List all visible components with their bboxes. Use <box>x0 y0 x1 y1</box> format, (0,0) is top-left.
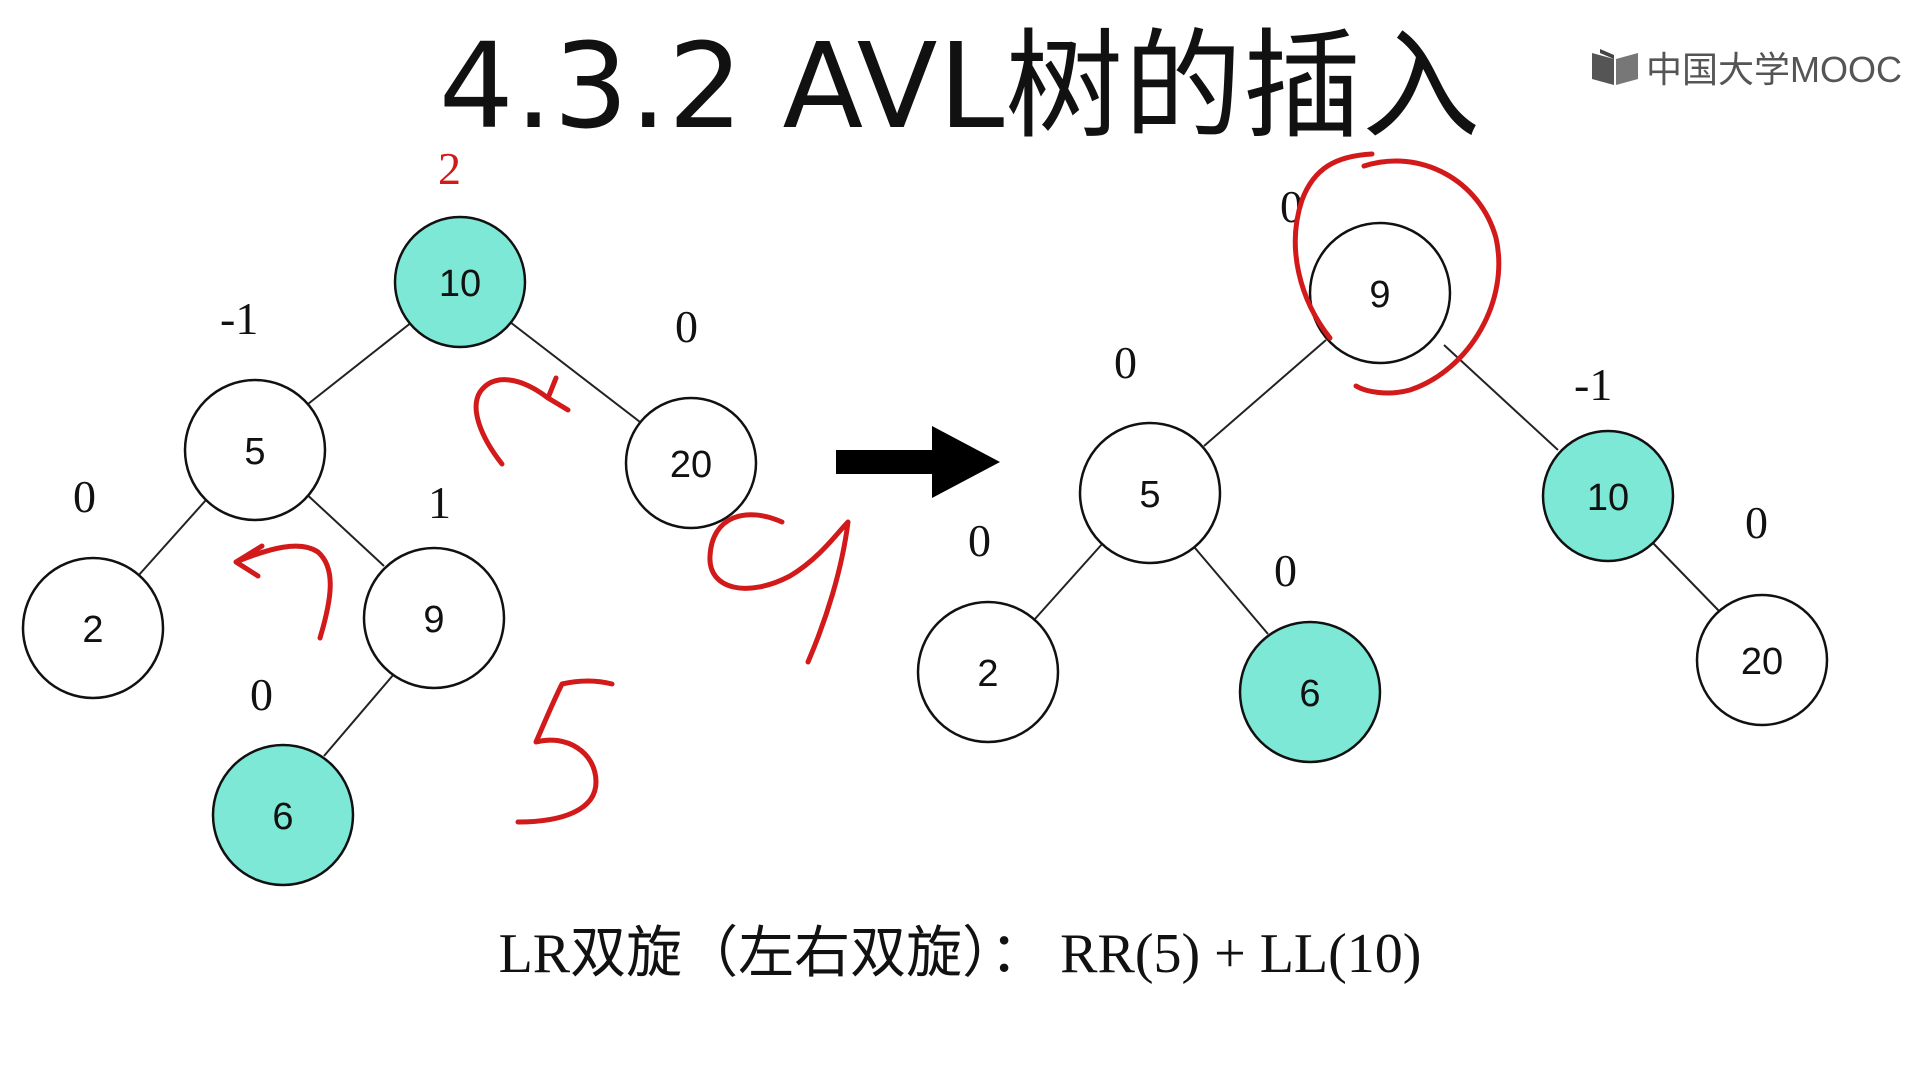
node-b9 <box>362 546 506 690</box>
balance-factor: -1 <box>220 293 258 344</box>
tree-node: 9 <box>362 546 506 690</box>
after-tree: 9 5 10 2 6 20 0 0 - <box>916 181 1829 764</box>
node-b6 <box>211 743 355 887</box>
edge-b9-b6 <box>323 673 395 757</box>
balance-factor: 0 <box>1274 545 1297 596</box>
rotate-left-arrow <box>233 543 333 641</box>
transform-arrow <box>836 426 1000 498</box>
node-key: 9 <box>423 599 444 641</box>
node-b20 <box>624 396 758 530</box>
edge-a5-a6 <box>1194 547 1269 635</box>
node-b5 <box>183 378 327 522</box>
node-key: 5 <box>1139 474 1160 516</box>
mooc-logo-text: 中国大学MOOC <box>1646 49 1902 90</box>
before-tree: 10 5 20 2 9 6 2 -1 <box>21 143 758 887</box>
balance-factor: 0 <box>73 471 96 522</box>
balance-factor: 0 <box>1745 497 1768 548</box>
node-key: 5 <box>244 431 265 473</box>
node-a6 <box>1238 620 1382 764</box>
balance-factor: 0 <box>1114 337 1137 388</box>
mooc-logo: 中国大学MOOC <box>1590 44 1902 90</box>
node-key: 20 <box>670 444 712 486</box>
edge-a10-a20 <box>1651 541 1721 613</box>
node-key: 10 <box>439 263 481 305</box>
node-key: 10 <box>1587 477 1629 519</box>
tree-node: 10 <box>393 215 527 349</box>
node-a10 <box>1541 429 1675 563</box>
balance-factor: 2 <box>438 143 461 194</box>
tree-node: 6 <box>211 743 355 887</box>
node-key: 20 <box>1741 641 1783 683</box>
node-key: 6 <box>272 796 293 838</box>
rotate-right-arrow <box>473 375 571 467</box>
node-key: 6 <box>1299 673 1320 715</box>
edge-a9-a10 <box>1443 344 1559 451</box>
node-b2 <box>21 556 165 700</box>
balance-factor: -1 <box>1574 359 1612 410</box>
balance-factor: 0 <box>250 669 273 720</box>
edge-b10-b5 <box>307 321 413 405</box>
node-key: 9 <box>1369 274 1390 316</box>
tree-node: 5 <box>183 378 327 522</box>
node-key: 2 <box>82 609 103 651</box>
arrow-head <box>932 426 1000 498</box>
node-b10 <box>393 215 527 349</box>
node-a20 <box>1695 593 1829 727</box>
tree-node: 2 <box>916 600 1060 744</box>
caption: LR双旋（左右双旋）： RR(5) + LL(10) <box>498 923 1422 985</box>
balance-factor: 0 <box>968 515 991 566</box>
tree-node: 20 <box>624 396 758 530</box>
node-a9 <box>1308 221 1452 365</box>
edge-b5-b2 <box>137 499 207 577</box>
tree-node: 6 <box>1238 620 1382 764</box>
arrow-shaft <box>836 450 936 474</box>
balance-factor: 1 <box>428 477 451 528</box>
tree-node: 20 <box>1695 593 1829 727</box>
slide-title: 4.3.2 AVL树的插入 <box>438 17 1482 155</box>
tree-node: 10 <box>1541 429 1675 563</box>
handwritten-9 <box>707 512 851 665</box>
balance-factor: 0 <box>675 301 698 352</box>
node-key: 2 <box>977 653 998 695</box>
root-circle <box>1292 151 1502 396</box>
edge-a5-a2 <box>1033 542 1104 621</box>
edge-a9-a5 <box>1203 339 1327 447</box>
node-a2 <box>916 600 1060 744</box>
tree-node: 9 <box>1308 221 1452 365</box>
tree-node: 2 <box>21 556 165 700</box>
handwritten-5 <box>515 678 615 825</box>
mooc-book-icon <box>1592 49 1638 85</box>
edge-b5-b9 <box>301 489 385 567</box>
edge-b10-b20 <box>509 321 641 423</box>
ink-annotations <box>233 151 1502 825</box>
node-a5 <box>1078 421 1222 565</box>
tree-node: 5 <box>1078 421 1222 565</box>
